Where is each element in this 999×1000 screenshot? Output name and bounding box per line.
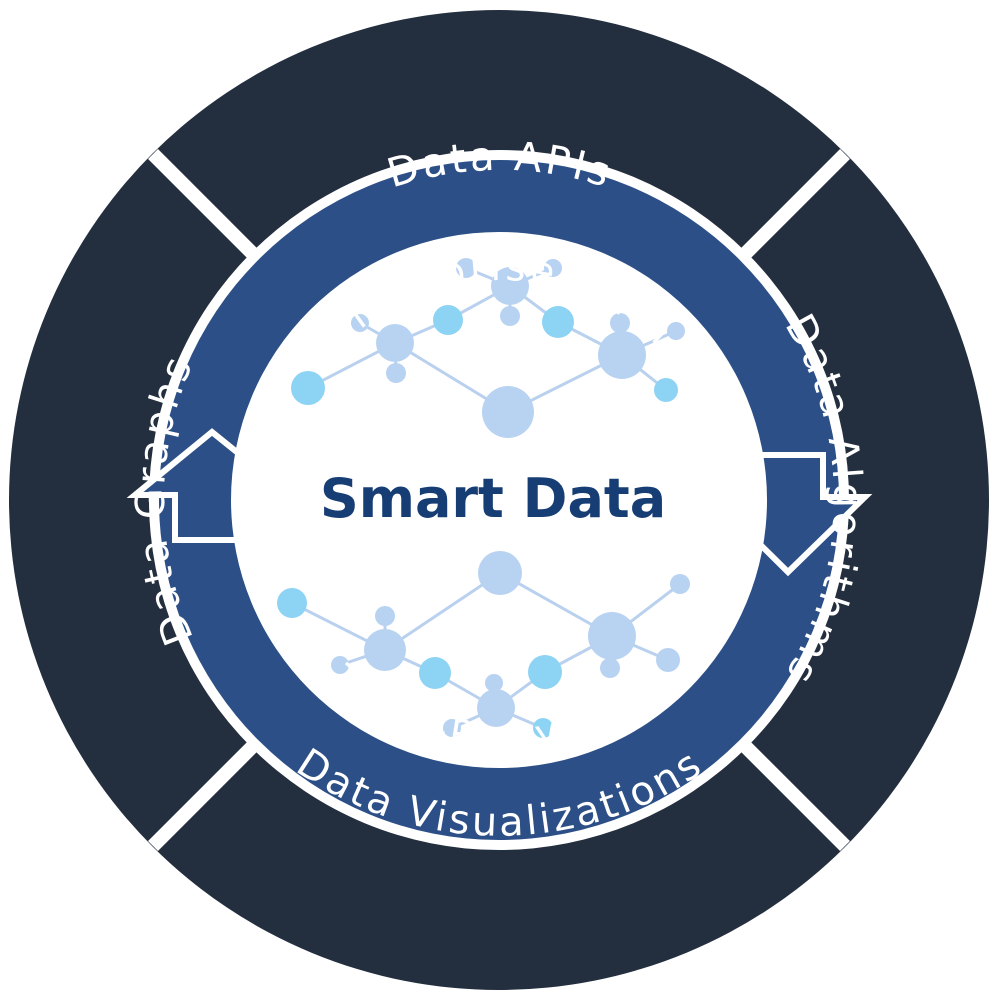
center-title: Smart Data: [320, 467, 666, 530]
network-graph-icon: [277, 551, 690, 738]
network-graph-icon: [291, 258, 685, 438]
